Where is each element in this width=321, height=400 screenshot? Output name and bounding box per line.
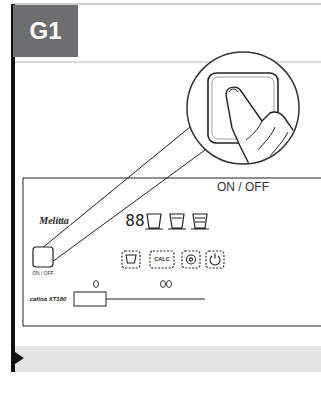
figure-step-box: G1 bbox=[13, 5, 78, 57]
button-label: ON / OFF bbox=[31, 271, 55, 276]
brand-logo: Melitta bbox=[38, 216, 69, 226]
button-label: ON / OFF bbox=[216, 181, 270, 193]
step-number: G1 bbox=[29, 19, 61, 43]
magnified-button bbox=[208, 73, 300, 170]
calc-label: CALC bbox=[153, 257, 170, 263]
function-icons bbox=[122, 251, 224, 268]
leader-line bbox=[41, 127, 190, 249]
grind-slider bbox=[74, 281, 205, 307]
model-name: cafina XT180 bbox=[29, 296, 68, 302]
leader-line bbox=[52, 150, 205, 262]
control-panel bbox=[23, 178, 321, 326]
band-arrow bbox=[15, 352, 24, 364]
onoff-button bbox=[33, 247, 53, 267]
frame-left-bar bbox=[11, 4, 15, 372]
display-digits: 88 bbox=[124, 213, 145, 229]
bottom-band bbox=[15, 346, 321, 372]
cup-icons bbox=[145, 214, 209, 229]
